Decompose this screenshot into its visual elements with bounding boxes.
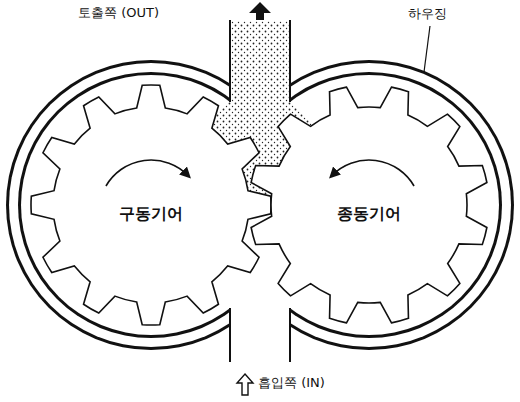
port-label: 토출쪽 (OUT)	[78, 5, 159, 21]
rotation-arrow	[106, 160, 188, 186]
port-label: 흡입쪽 (IN)	[258, 375, 325, 391]
part-label: 종동기어	[337, 204, 401, 223]
part-label: 하우징	[408, 6, 447, 22]
inlet-arrow	[237, 374, 253, 395]
drive-gear	[31, 85, 271, 325]
leader-line	[424, 26, 430, 72]
driven-gear	[251, 87, 487, 323]
rotation-arrow	[332, 160, 414, 186]
part-label: 구동기어	[119, 204, 183, 223]
outlet-arrow	[249, 2, 271, 20]
